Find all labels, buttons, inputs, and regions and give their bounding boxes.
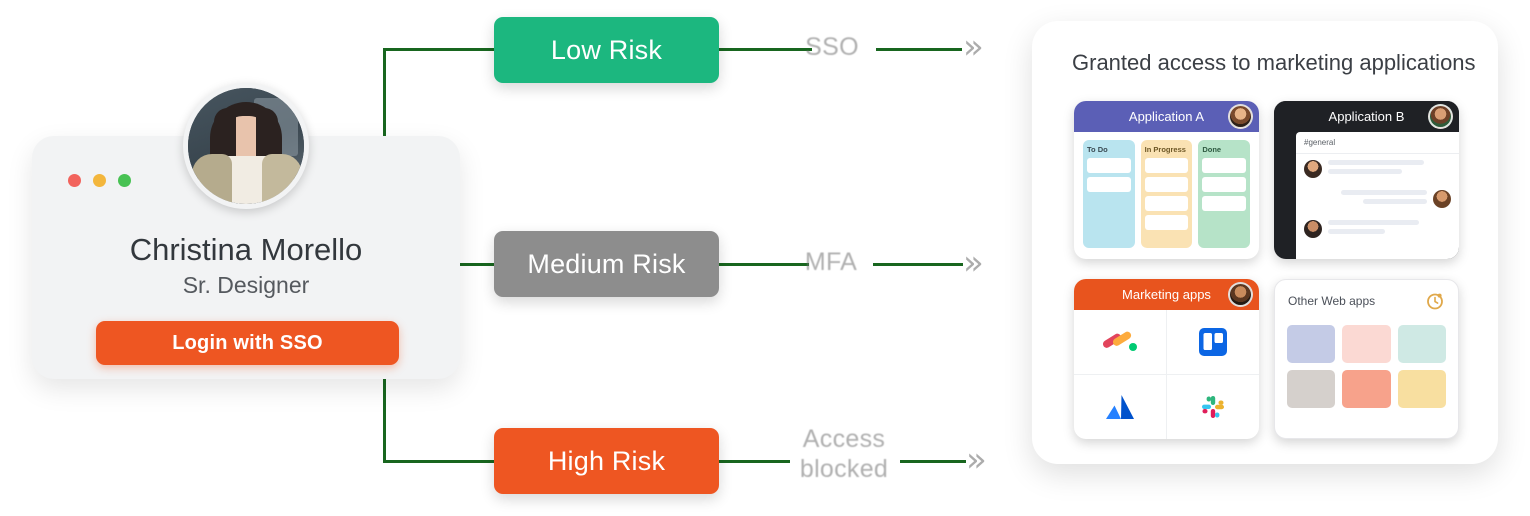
action-label-high-line1: Access: [802, 425, 886, 453]
risk-badge-medium[interactable]: Medium Risk: [494, 231, 719, 297]
app-b-header: Application B: [1274, 101, 1459, 132]
kanban-card[interactable]: [1087, 158, 1131, 173]
app-tile-atlassian[interactable]: [1074, 374, 1167, 439]
kanban-card[interactable]: [1202, 196, 1247, 211]
connector-low-vertical: [383, 50, 386, 150]
arrow-icon-high: »: [966, 440, 987, 480]
other-app-tile[interactable]: [1397, 325, 1446, 363]
app-b-user-avatar-icon: [1428, 104, 1453, 129]
marketing-apps-header: Marketing apps: [1074, 279, 1259, 310]
kanban-title-in-progress: In Progress: [1144, 145, 1186, 154]
user-role: Sr. Designer: [182, 272, 310, 298]
app-card-application-b[interactable]: Application B #general: [1274, 101, 1459, 259]
other-app-tile[interactable]: [1342, 325, 1391, 363]
kanban-title-done: Done: [1202, 145, 1222, 154]
action-label-high-line2: blocked: [799, 455, 889, 483]
slack-logo-icon: [1201, 395, 1224, 418]
other-web-apps-header: Other Web apps: [1275, 280, 1458, 315]
avatar-jacket-right: [262, 154, 302, 204]
chat-line: [1328, 229, 1385, 234]
kanban-board: To Do In Progress Done: [1074, 132, 1259, 256]
window-traffic-lights: [68, 174, 131, 187]
chat-avatar-icon: [1304, 160, 1322, 178]
kanban-card[interactable]: [1202, 158, 1247, 173]
app-a-title: Application A: [1128, 109, 1205, 124]
avatar: [183, 83, 309, 209]
kanban-column-done[interactable]: Done: [1198, 140, 1251, 248]
action-label-medium: MFA: [804, 248, 858, 276]
kanban-card[interactable]: [1144, 158, 1189, 173]
marketing-apps-title: Marketing apps: [1122, 287, 1211, 302]
connector-high-out2: [900, 460, 966, 463]
other-web-apps-title: Other Web apps: [1288, 294, 1376, 308]
panel-title: Granted access to marketing applications: [1072, 50, 1476, 75]
close-dot-icon[interactable]: [68, 174, 81, 187]
app-tile-slack[interactable]: [1167, 375, 1260, 440]
chat-message-body: [1328, 160, 1451, 178]
chat-pane: #general: [1296, 132, 1459, 259]
monday-logo-icon: [1102, 331, 1137, 351]
connector-low-out2: [876, 48, 962, 51]
kanban-card[interactable]: [1144, 215, 1189, 230]
kanban-card[interactable]: [1202, 177, 1247, 192]
user-name: Christina Morello: [129, 232, 363, 267]
login-with-sso-button[interactable]: Login with SSO: [96, 321, 399, 365]
risk-badge-high[interactable]: High Risk: [494, 428, 719, 494]
chat-message: [1296, 214, 1459, 244]
chat-message: [1296, 154, 1459, 184]
chat-line: [1340, 190, 1427, 195]
app-tile-trello[interactable]: [1166, 310, 1259, 375]
risk-badge-low[interactable]: Low Risk: [494, 17, 719, 83]
connector-medium-in: [460, 263, 498, 266]
chat-line: [1363, 199, 1427, 204]
connector-high-vertical: [383, 370, 386, 462]
chat-line: [1328, 160, 1424, 165]
chat-line: [1328, 169, 1402, 174]
app-tile-monday[interactable]: [1074, 310, 1167, 375]
app-card-application-a[interactable]: Application A To Do In Progress Done: [1074, 101, 1259, 259]
connector-low-horizontal: [383, 48, 496, 51]
other-app-tile[interactable]: [1287, 370, 1336, 408]
connector-high-out: [716, 460, 790, 463]
other-app-tile[interactable]: [1342, 370, 1391, 408]
app-b-title: Application B: [1328, 109, 1405, 124]
kanban-card[interactable]: [1144, 196, 1189, 211]
app-card-other-web-apps[interactable]: Other Web apps: [1274, 279, 1459, 439]
other-app-tile[interactable]: [1287, 325, 1336, 363]
marketing-apps-user-avatar-icon: [1228, 282, 1253, 307]
kanban-card[interactable]: [1087, 177, 1131, 192]
arrow-icon-low: »: [963, 27, 984, 67]
trello-logo-icon: [1198, 327, 1227, 356]
chat-line: [1328, 220, 1420, 225]
chat-message: [1296, 184, 1459, 214]
app-card-marketing-apps[interactable]: Marketing apps: [1074, 279, 1259, 439]
clock-icon: [1427, 293, 1443, 310]
connector-low-out: [716, 48, 812, 51]
atlassian-logo-icon: [1105, 394, 1134, 419]
arrow-icon-medium: »: [963, 243, 984, 283]
chat-channel-name[interactable]: #general: [1296, 132, 1459, 154]
kanban-card[interactable]: [1144, 177, 1189, 192]
login-card: Christina Morello Sr. Designer Login wit…: [32, 83, 460, 379]
chat-message-body: [1328, 220, 1451, 238]
app-a-user-avatar-icon: [1228, 104, 1253, 129]
minimize-dot-icon[interactable]: [93, 174, 106, 187]
chat-avatar-icon: [1433, 190, 1451, 208]
action-label-high: Access blocked: [784, 424, 904, 484]
other-web-apps-grid: [1275, 315, 1458, 420]
marketing-apps-grid: [1074, 310, 1259, 439]
other-app-tile[interactable]: [1397, 370, 1446, 408]
avatar-jacket-left: [192, 154, 232, 204]
app-a-header: Application A: [1074, 101, 1259, 132]
chat-avatar-icon: [1304, 220, 1322, 238]
maximize-dot-icon[interactable]: [118, 174, 131, 187]
chat-message-body: [1304, 190, 1427, 208]
action-label-low: SSO: [805, 33, 859, 61]
connector-medium-out: [716, 263, 809, 266]
kanban-column-todo[interactable]: To Do: [1083, 140, 1135, 248]
connector-high-horizontal: [383, 460, 496, 463]
kanban-title-todo: To Do: [1087, 145, 1108, 154]
kanban-column-in-progress[interactable]: In Progress: [1140, 140, 1193, 248]
connector-medium-out2: [873, 263, 963, 266]
